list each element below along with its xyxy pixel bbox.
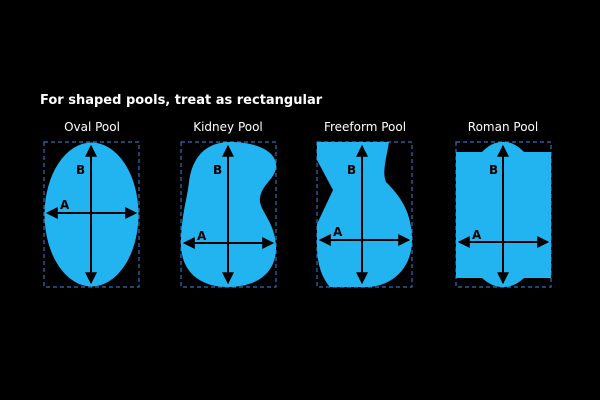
kidney-pool-b-label: B xyxy=(213,163,222,177)
roman-pool-b-label: B xyxy=(489,163,498,177)
roman-pool: B A xyxy=(455,141,552,288)
diagram-heading: For shaped pools, treat as rectangular xyxy=(40,93,323,108)
freeform-pool-label: Freeform Pool xyxy=(323,120,407,134)
kidney-pool-a-label: A xyxy=(197,229,207,243)
oval-pool-bounding-box xyxy=(43,141,140,288)
freeform-pool-shape xyxy=(317,142,412,287)
roman-pool-a-label: A xyxy=(472,228,482,242)
kidney-pool-label: Kidney Pool xyxy=(193,120,263,134)
roman-pool-label: Roman Pool xyxy=(467,120,539,134)
kidney-pool-bounding-box xyxy=(180,141,277,288)
oval-pool: B A xyxy=(43,141,140,288)
freeform-pool-a-label: A xyxy=(333,225,343,239)
kidney-pool: B A xyxy=(180,141,277,288)
oval-pool-b-label: B xyxy=(76,163,85,177)
oval-pool-label: Oval Pool xyxy=(64,120,120,134)
freeform-pool-b-label: B xyxy=(347,163,356,177)
oval-pool-a-label: A xyxy=(60,198,70,212)
freeform-pool: B A xyxy=(316,141,413,288)
